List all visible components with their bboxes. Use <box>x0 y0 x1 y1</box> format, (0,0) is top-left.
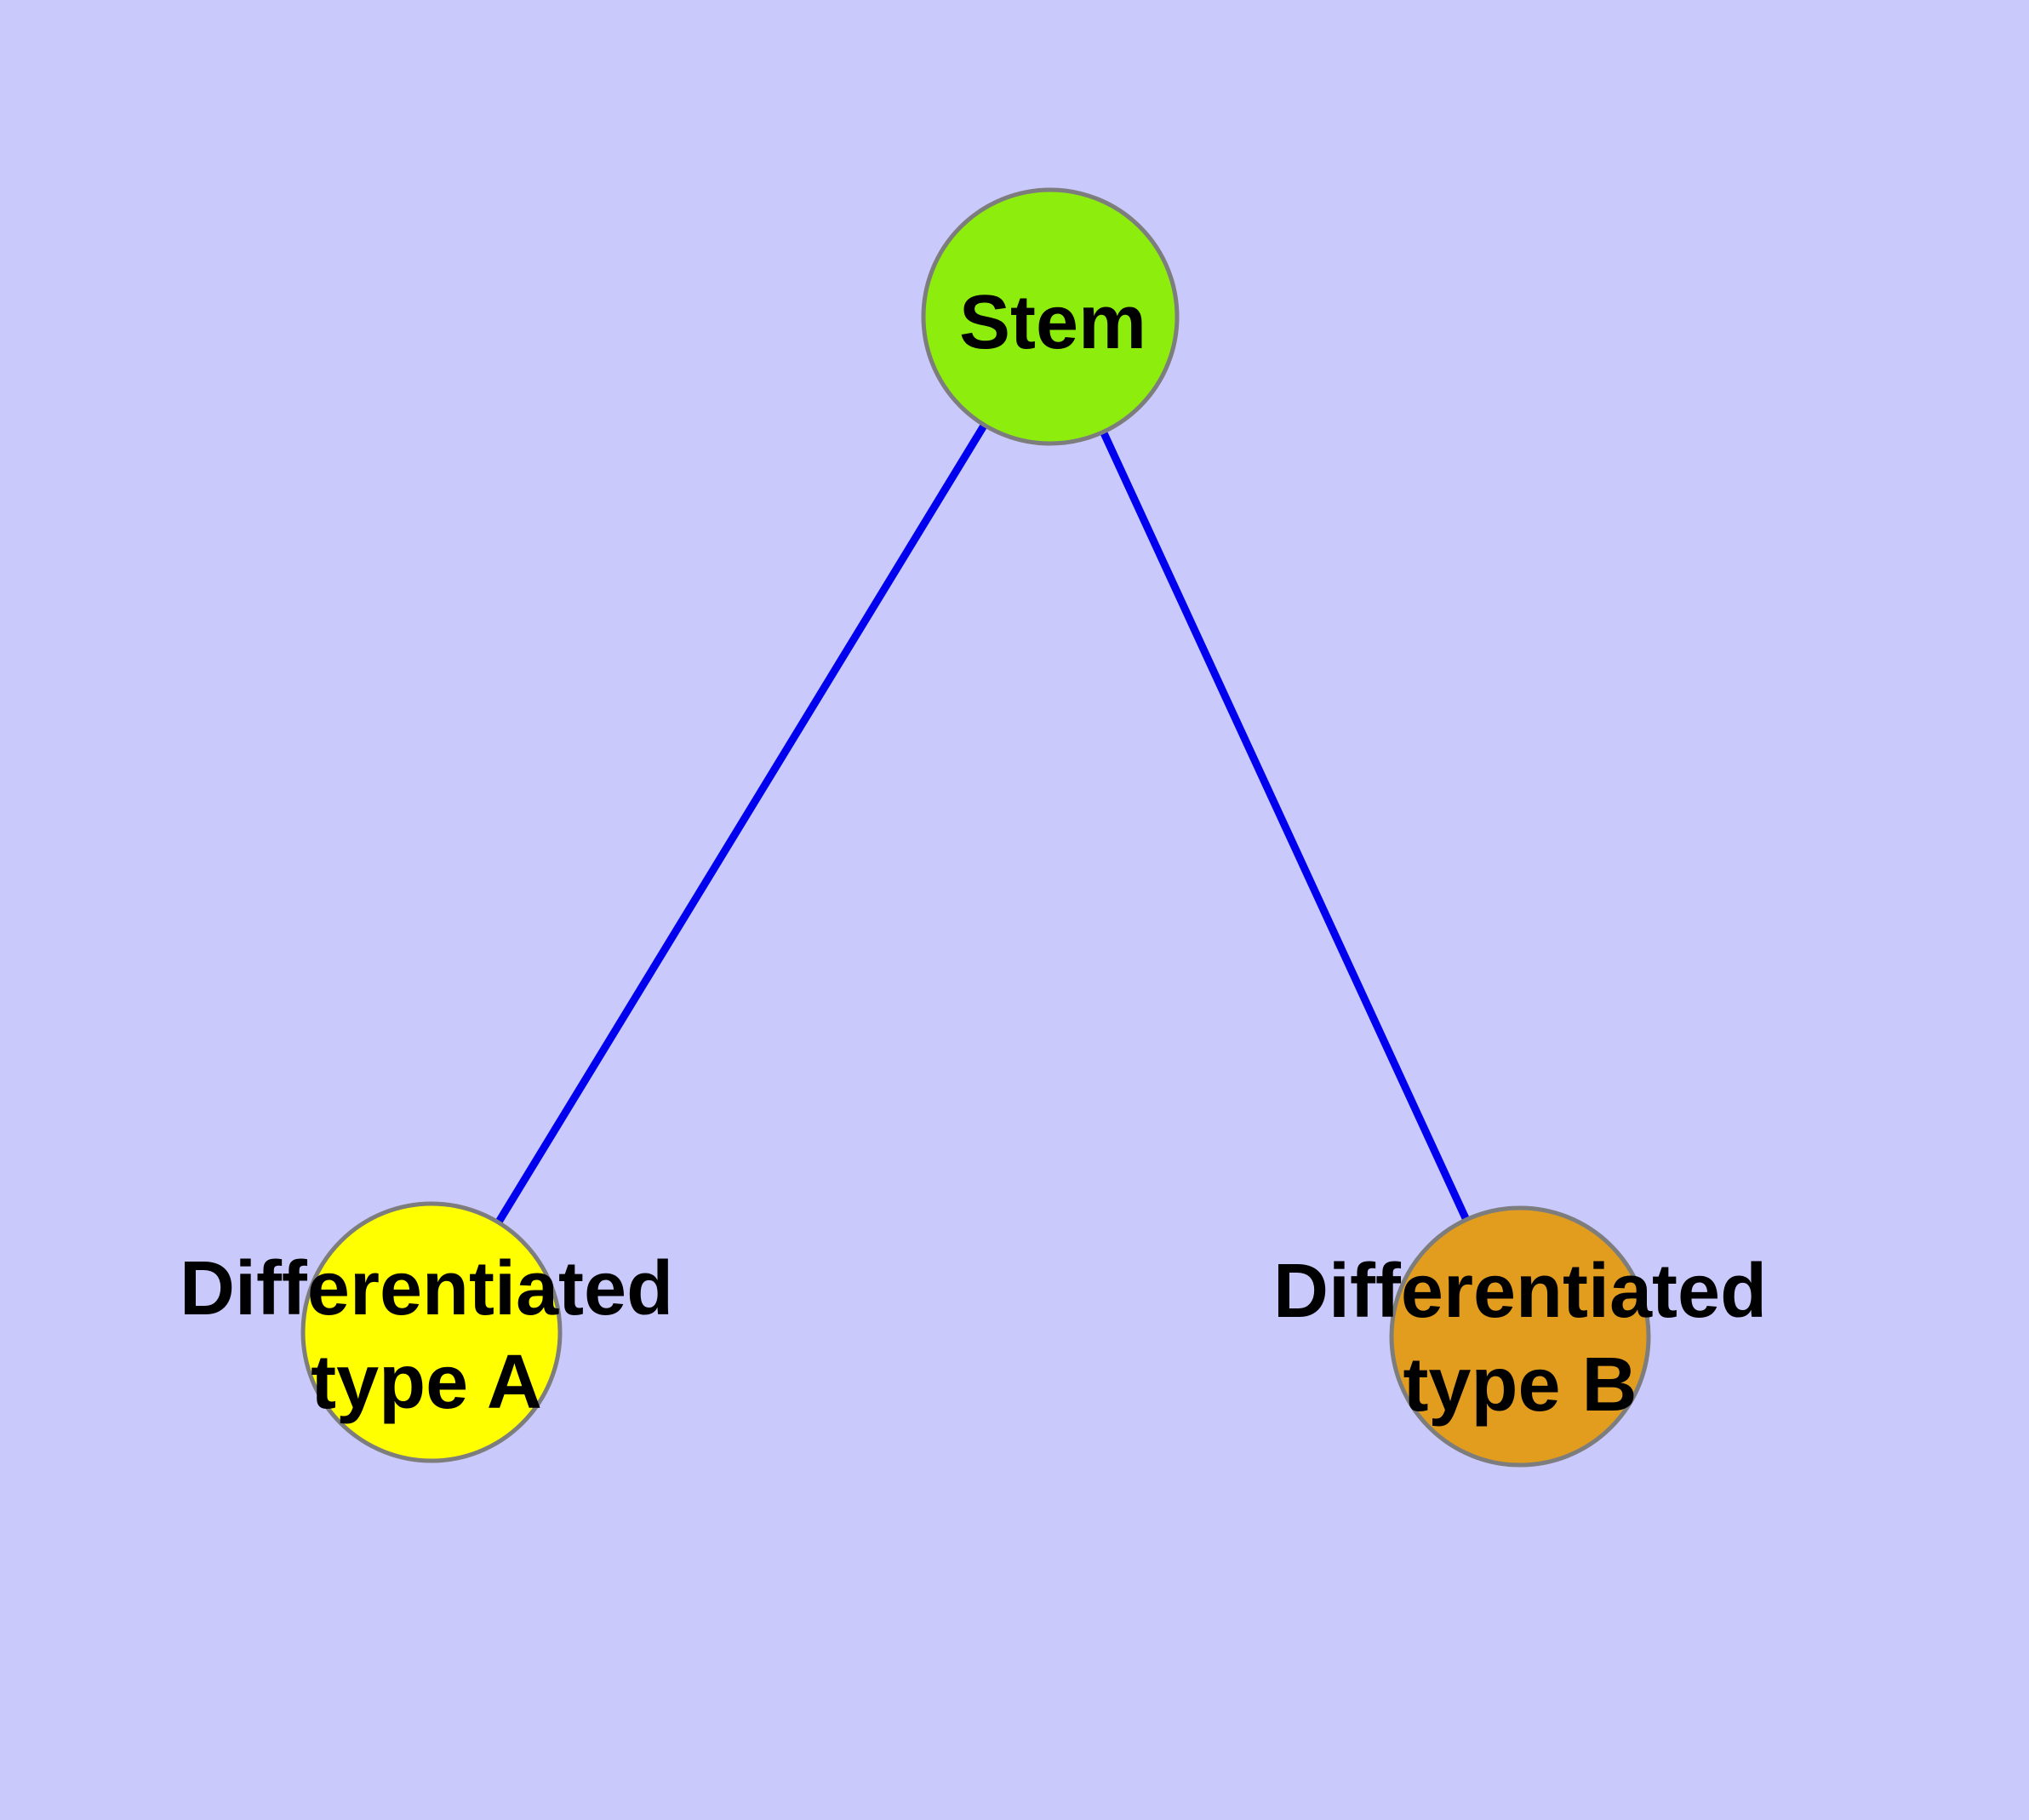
edge-stem-to-type-a <box>428 314 1054 1335</box>
node-stem-circle <box>921 187 1180 446</box>
node-type-b-circle <box>1389 1205 1651 1468</box>
edge-stem-to-type-b <box>1046 315 1524 1338</box>
node-type-a-circle <box>300 1201 563 1463</box>
